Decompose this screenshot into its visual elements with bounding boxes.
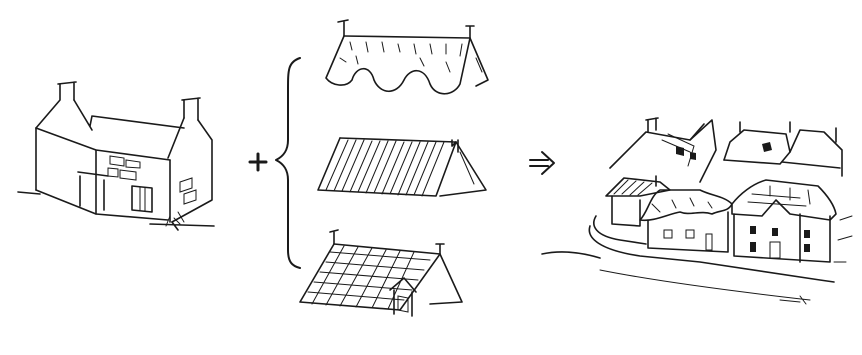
roof-options-bracket	[275, 57, 301, 269]
thatched-roof	[325, 19, 489, 95]
arrow	[529, 151, 555, 175]
tiled-roof	[299, 229, 463, 317]
corrugated-roof	[317, 137, 487, 197]
plus-sign	[248, 152, 268, 172]
village-of-houses	[541, 117, 853, 305]
bare-house-walls	[17, 81, 215, 231]
